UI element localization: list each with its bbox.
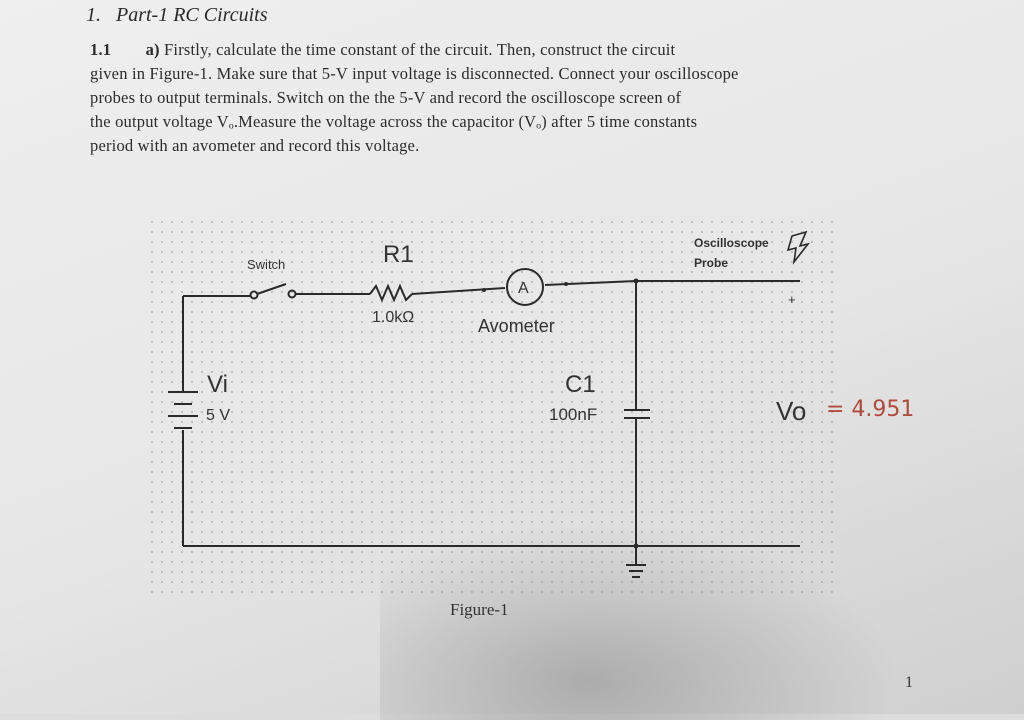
switch-contact-left [249, 290, 259, 300]
ammeter-circle [506, 268, 544, 306]
node-top [633, 278, 639, 284]
source-value: 5 V [206, 407, 230, 424]
output-label: Vo [776, 396, 806, 426]
wire-ammeter-to-node [544, 280, 637, 286]
ammeter-symbol: A [518, 280, 529, 297]
question-line-1: Firstly, calculate the time constant of … [164, 40, 676, 59]
question-number: 1.1 [90, 40, 112, 59]
probe-plus: + [788, 292, 796, 307]
question-line-5: period with an avometer and record this … [90, 136, 420, 155]
probe-label-line1: Oscilloscope [694, 236, 769, 250]
question-part: a) [145, 40, 160, 59]
handwritten-vo-value: = 4.951 [826, 397, 914, 422]
ammeter-terminal-left [482, 288, 486, 292]
wire-r1-to-ammeter [411, 287, 506, 295]
question-paragraph: 1.1 a) Firstly, calculate the time const… [90, 38, 870, 158]
ammeter-label: Avometer [478, 316, 555, 336]
resistor-name: R1 [383, 241, 414, 268]
question-line-2: given in Figure-1. Make sure that 5-V in… [90, 64, 739, 83]
ammeter-terminal-right [564, 282, 568, 286]
resistor-r1 [369, 283, 413, 303]
probe-label-line2: Probe [694, 256, 728, 270]
question-line-3: probes to output terminals. Switch on th… [90, 88, 682, 107]
capacitor-name: C1 [565, 371, 596, 398]
section-number: 1. [86, 4, 101, 26]
question-line-4: the output voltage Vₒ.Measure the voltag… [90, 112, 698, 131]
resistor-value: 1.0kΩ [372, 309, 414, 326]
section-title: Part-1 RC Circuits [116, 4, 268, 26]
source-name: Vi [207, 371, 228, 398]
grid-background [145, 218, 835, 596]
switch-blade [256, 283, 287, 295]
section-heading: 1. Part-1 RC Circuits [86, 4, 267, 27]
figure-caption: Figure-1 [450, 600, 509, 619]
node-bottom [633, 543, 639, 549]
probe-arrow-icon [786, 230, 811, 265]
switch-label: Switch [247, 257, 285, 272]
switch-contact-right [287, 289, 297, 299]
capacitor-value: 100nF [549, 405, 597, 424]
page-number: 1 [905, 674, 913, 691]
